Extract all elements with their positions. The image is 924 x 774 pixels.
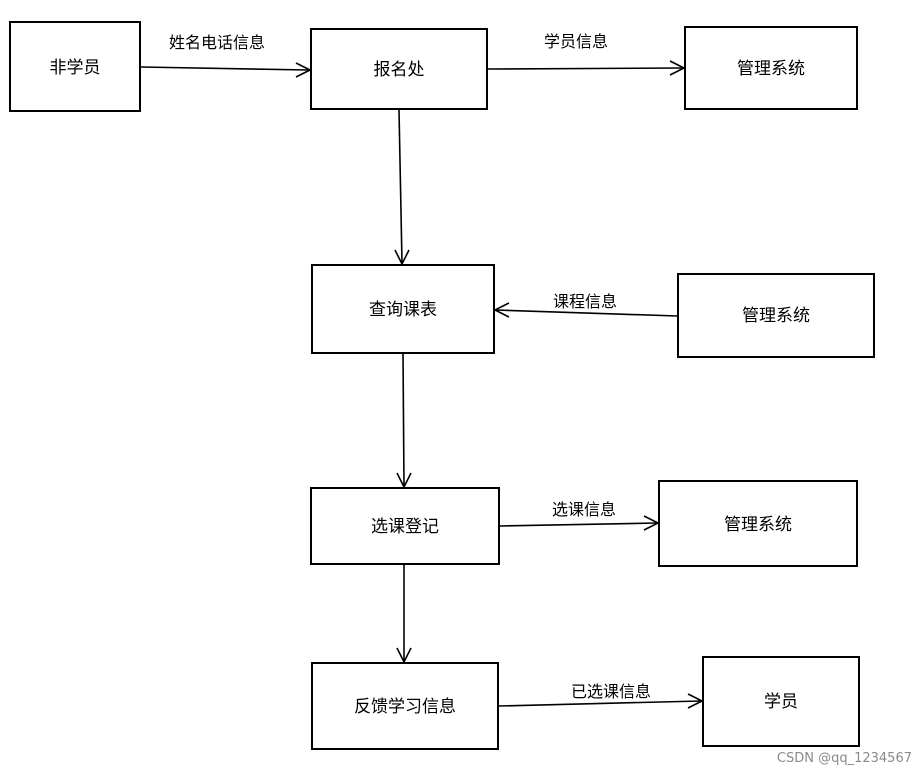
node-non-student: 非学员: [9, 21, 141, 112]
node-query-schedule-label: 查询课表: [369, 300, 437, 320]
node-registration-label: 报名处: [374, 60, 425, 80]
edge-feedback-to-student: 已选课信息: [498, 682, 704, 709]
edge-selection-to-feedback: [396, 565, 412, 664]
node-query-schedule: 查询课表: [311, 264, 495, 354]
edge-mgmt-middle-to-query: 课程信息: [493, 292, 678, 318]
arrowhead-icon: [669, 60, 686, 76]
edge-label-selected-info: 已选课信息: [571, 682, 651, 701]
arrowhead-icon: [493, 302, 510, 318]
node-course-selection-label: 选课登记: [371, 517, 439, 537]
edge-registration-to-query: [394, 109, 410, 266]
edge-selection-to-mgmt-lower: 选课信息: [499, 500, 660, 531]
edge-label-course-info: 课程信息: [553, 292, 617, 311]
node-mgmt-system-middle: 管理系统: [677, 273, 875, 358]
edge-non-student-to-registration: 姓名电话信息: [140, 33, 312, 78]
arrowhead-icon: [394, 249, 410, 266]
node-mgmt-system-top: 管理系统: [684, 26, 858, 110]
edge-registration-to-mgmt-top: 学员信息: [487, 32, 686, 76]
node-non-student-label: 非学员: [50, 58, 101, 78]
edge-label-name-phone: 姓名电话信息: [169, 33, 265, 52]
node-student-label: 学员: [764, 692, 798, 712]
arrowhead-icon: [295, 62, 312, 78]
node-registration: 报名处: [310, 28, 488, 110]
arrowhead-icon: [643, 515, 660, 531]
node-feedback-label: 反馈学习信息: [354, 697, 456, 717]
node-course-selection: 选课登记: [310, 487, 500, 565]
arrowhead-icon: [687, 693, 704, 709]
node-student: 学员: [702, 656, 860, 747]
arrowhead-icon: [396, 647, 412, 664]
node-feedback: 反馈学习信息: [311, 662, 499, 750]
edge-label-student-info: 学员信息: [544, 32, 608, 51]
node-mgmt-system-lower-label: 管理系统: [724, 515, 792, 535]
arrowhead-icon: [396, 472, 412, 489]
edge-label-selection-info: 选课信息: [552, 500, 616, 519]
node-mgmt-system-top-label: 管理系统: [737, 59, 805, 79]
node-mgmt-system-lower: 管理系统: [658, 480, 858, 567]
node-mgmt-system-middle-label: 管理系统: [742, 306, 810, 326]
csdn-watermark: CSDN @qq_1234567: [776, 751, 912, 766]
edge-query-to-selection: [396, 353, 412, 489]
